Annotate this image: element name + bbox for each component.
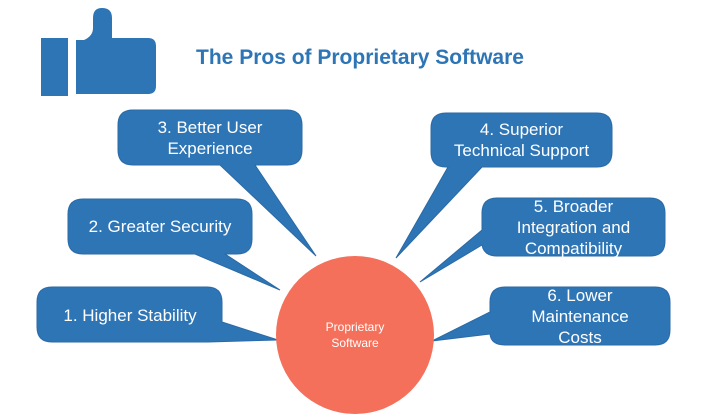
callout-6 [431, 286, 671, 346]
callout-2-shape [67, 198, 281, 291]
page-title: The Pros of Proprietary Software [196, 46, 524, 69]
thumbs-up-icon [41, 8, 156, 96]
callout-3-shape [117, 109, 317, 257]
callout-6-shape [431, 286, 671, 346]
hub-label-text: Proprietary Software [325, 320, 385, 350]
callout-5-shape [419, 197, 666, 283]
callout-1 [36, 286, 279, 343]
callout-4-shape [395, 112, 613, 259]
callout-2 [67, 198, 281, 291]
hub-circle [276, 256, 434, 414]
hub-label: Proprietary Software [290, 310, 420, 360]
callout-4 [395, 112, 613, 259]
callout-3 [117, 109, 317, 257]
callout-5 [419, 197, 666, 283]
callout-1-shape [36, 286, 279, 343]
